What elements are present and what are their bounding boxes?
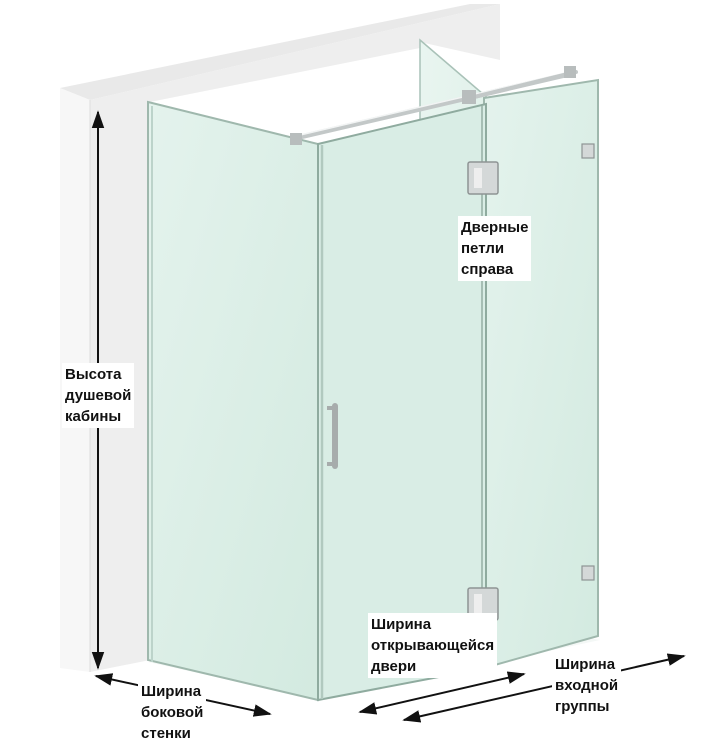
- label-line: Ширина: [555, 656, 616, 673]
- label-line: кабины: [65, 408, 122, 425]
- wall-back-face: [90, 4, 500, 672]
- door-panel: [317, 102, 487, 702]
- label-line: Ширина: [141, 683, 202, 700]
- hinge-top: [467, 161, 499, 195]
- door-handle: [327, 403, 338, 469]
- label-line: Дверные: [461, 219, 529, 236]
- side-panel: [147, 100, 319, 702]
- bar-clamp-middle: [462, 90, 476, 104]
- stabilizer-bar-back: [468, 70, 578, 100]
- label-line: петли: [461, 240, 505, 257]
- label-line: справа: [461, 261, 514, 278]
- wall-bracket-bottom: [581, 565, 595, 581]
- entry-width-arrow: [402, 653, 686, 723]
- label-line: двери: [371, 658, 417, 675]
- label-line: душевой: [65, 387, 132, 404]
- stabilizer-bars: [290, 66, 578, 145]
- label-line: Высота: [65, 366, 122, 383]
- wall-top: [60, 4, 500, 100]
- bar-clamp-right: [564, 66, 576, 78]
- label-side-wall-width: Ширина боковой стенки: [138, 680, 207, 745]
- label-line: открывающейся: [371, 637, 495, 654]
- fixed-front-panel: [483, 78, 599, 670]
- label-door-hinges-right: Дверные петли справа: [458, 216, 532, 281]
- label-line: группы: [555, 698, 610, 715]
- wall-bracket-top: [581, 143, 595, 159]
- label-line: Ширина: [371, 616, 432, 633]
- bar-clamp-left: [290, 133, 302, 145]
- label-line: стенки: [141, 725, 191, 742]
- label-door-width: Ширина открывающейся двери: [368, 613, 498, 678]
- label-entry-group-width: Ширина входной группы: [552, 653, 622, 718]
- label-line: боковой: [141, 704, 204, 721]
- label-cabin-height: Высота душевой кабины: [62, 363, 135, 428]
- label-line: входной: [555, 677, 619, 694]
